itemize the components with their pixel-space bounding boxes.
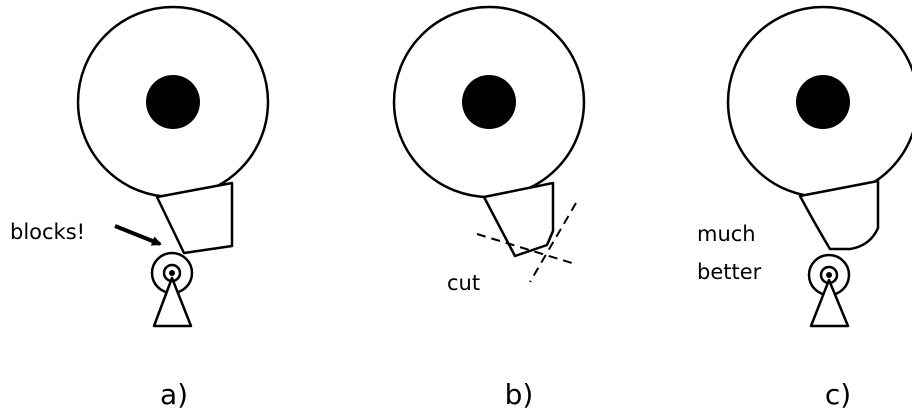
cam-shaft-hole <box>462 75 516 129</box>
cam-lobe-rounded <box>798 179 880 251</box>
blocks-arrow <box>114 224 162 246</box>
panel-c: much better c) <box>697 5 912 411</box>
cam-lobe-cut <box>482 181 555 258</box>
caption-c: c) <box>825 378 851 411</box>
caption-a: a) <box>160 378 188 411</box>
cut-line-2 <box>529 202 577 283</box>
better-label: better <box>697 260 762 284</box>
panel-b: cut b) <box>392 5 586 411</box>
cut-label: cut <box>447 271 480 295</box>
panel-a: blocks! a) <box>10 5 270 411</box>
caption-b: b) <box>505 378 534 411</box>
much-label: much <box>697 222 756 246</box>
follower-roller-pin <box>826 272 832 278</box>
cam-shaft-hole <box>146 75 200 129</box>
follower-support-triangle <box>809 278 850 328</box>
cam-shaft-hole <box>796 75 850 129</box>
follower-roller-pin <box>169 270 175 276</box>
follower-support-triangle <box>152 276 193 328</box>
cut-line-1 <box>476 233 573 264</box>
cam-lobe <box>155 181 234 255</box>
blocks-label: blocks! <box>10 220 85 244</box>
